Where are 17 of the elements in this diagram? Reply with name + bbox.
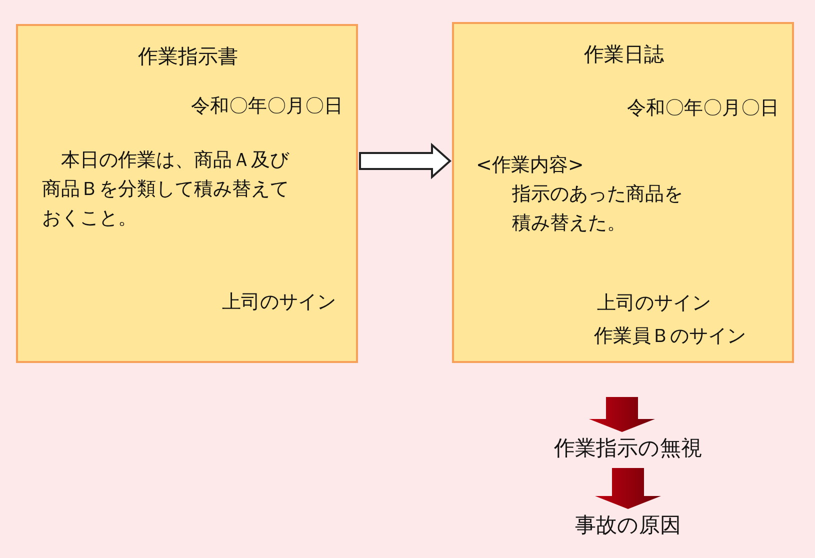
signature-text: 上司のサイン <box>221 290 336 315</box>
body-text: 本日の作業は、商品Ａ及び商品Ｂを分類して積み替えておくこと。 <box>42 148 290 231</box>
body-text: 指示のあった商品を積み替えた。 <box>512 182 684 236</box>
result-text: 作業指示の無視 <box>535 434 721 462</box>
date-text: 令和〇年〇月〇日 <box>190 94 343 119</box>
signature-text: 上司のサイン <box>597 291 711 316</box>
document-title: 作業日誌 <box>583 41 665 68</box>
result-text: 事故の原因 <box>560 511 696 539</box>
document-title: 作業指示書 <box>137 43 239 70</box>
hollow-arrow <box>359 142 452 180</box>
block-arrow <box>595 468 661 509</box>
date-text: 令和〇年〇月〇日 <box>626 96 779 121</box>
section-heading: <作業内容> <box>476 153 584 178</box>
document-card <box>16 24 358 363</box>
document-card <box>452 22 794 363</box>
signature-text: 作業員Ｂのサイン <box>594 324 746 349</box>
block-arrow <box>589 397 655 432</box>
